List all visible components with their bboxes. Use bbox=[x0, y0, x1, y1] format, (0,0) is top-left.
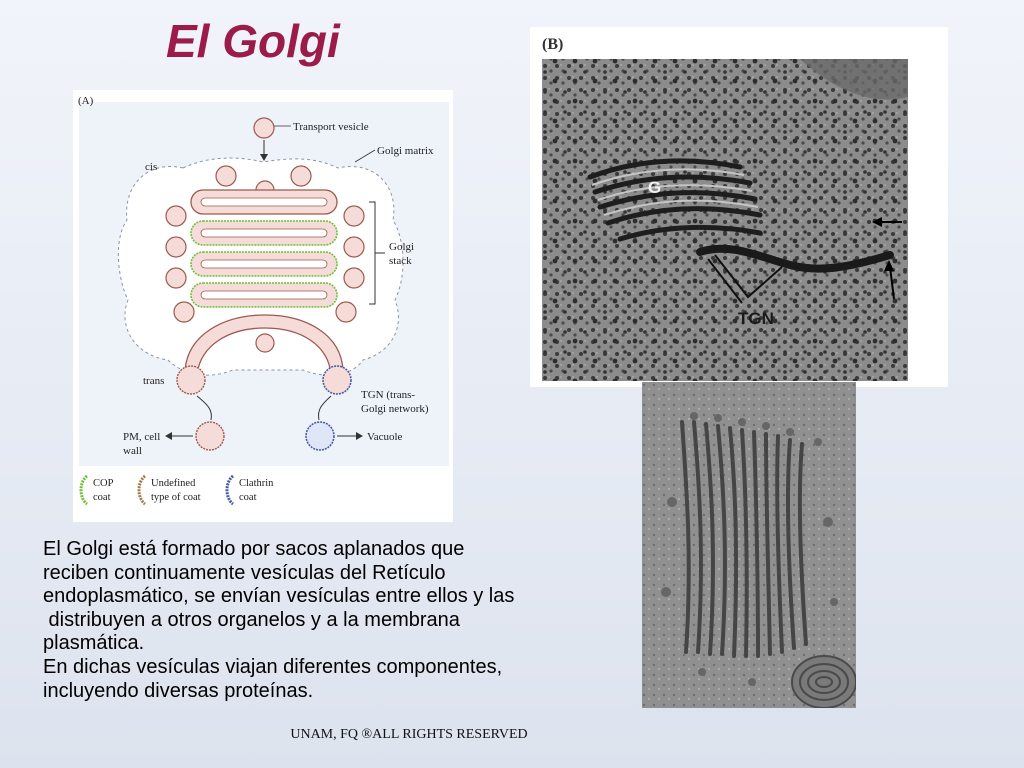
body-line: distribuyen a otros organelos y a la mem… bbox=[43, 608, 460, 631]
body-line: incluyendo diversas proteínas. bbox=[43, 679, 314, 702]
g-label: G bbox=[648, 178, 661, 197]
svg-text:Clathrin: Clathrin bbox=[239, 478, 274, 489]
golgi-matrix-label: Golgi matrix bbox=[377, 145, 434, 157]
tgn-label-line2: Golgi network) bbox=[361, 403, 429, 415]
tgn-structure bbox=[696, 244, 894, 273]
vacuole-vesicle bbox=[305, 421, 335, 451]
arrow-up-marker bbox=[889, 266, 895, 300]
golgi-diagram-panel: (A) Transport vesicle Golgi matrix cis bbox=[73, 90, 453, 522]
clathrin-coat-icon bbox=[225, 474, 235, 506]
pm-label-line1: PM, cell bbox=[123, 431, 160, 443]
golgi-diagram: (A) Transport vesicle Golgi matrix cis bbox=[78, 95, 449, 506]
mitochondrion bbox=[791, 655, 856, 708]
side-vesicles-right bbox=[335, 205, 365, 323]
panel-b-label: (B) bbox=[542, 36, 563, 53]
cop-coat-icon bbox=[79, 474, 89, 506]
svg-text:type of coat: type of coat bbox=[151, 492, 201, 503]
tgn-label: TGN bbox=[738, 309, 774, 328]
trans-label: trans bbox=[143, 375, 164, 387]
transport-vesicle bbox=[253, 117, 275, 139]
slide-title: El Golgi bbox=[166, 15, 340, 67]
micrograph-c-image bbox=[642, 382, 856, 708]
pm-label-line2: wall bbox=[123, 445, 142, 457]
panel-a-label: (A) bbox=[78, 95, 94, 107]
electron-micrograph-c bbox=[642, 382, 856, 708]
footer-copyright: UNAM, FQ ®ALL RIGHTS RESERVED bbox=[290, 727, 528, 742]
coat-legend: COP coat Undefined type of coat Clathrin… bbox=[79, 474, 274, 506]
side-vesicles-left bbox=[165, 205, 195, 323]
trans-vesicle bbox=[176, 365, 206, 395]
micrograph-c-stack bbox=[680, 420, 808, 658]
body-line: El Golgi está formado por sacos aplanado… bbox=[43, 538, 465, 560]
micrograph-cisternae bbox=[587, 158, 763, 242]
body-line: reciben continuamente vesículas del Retí… bbox=[43, 561, 446, 584]
tgn-label-line1: TGN (trans- bbox=[361, 389, 415, 401]
body-line: En dichas vesículas viajan diferentes co… bbox=[43, 655, 503, 678]
cis-label: cis bbox=[145, 161, 157, 173]
micrograph-b-image: (B) G TGN bbox=[542, 36, 908, 381]
pm-vesicle bbox=[195, 421, 225, 451]
golgi-stack-bracket bbox=[369, 201, 385, 305]
svg-text:coat: coat bbox=[93, 492, 111, 503]
golgi-stack-label-line2: stack bbox=[389, 255, 412, 267]
electron-micrograph-b: (B) G TGN bbox=[530, 27, 948, 387]
transport-vesicle-label: Transport vesicle bbox=[293, 121, 369, 133]
golgi-stack-label-line1: Golgi bbox=[389, 241, 414, 253]
svg-text:Undefined: Undefined bbox=[151, 478, 196, 489]
svg-text:COP: COP bbox=[93, 478, 114, 489]
undefined-coat-icon bbox=[137, 474, 147, 506]
svg-text:coat: coat bbox=[239, 492, 257, 503]
body-line: plasmática. bbox=[43, 632, 145, 655]
tgn-vesicle bbox=[322, 365, 352, 395]
vacuole-label: Vacuole bbox=[367, 431, 403, 443]
body-line: endoplasmático, se envían vesículas entr… bbox=[43, 585, 515, 608]
body-paragraph: El Golgi está formado por sacos aplanado… bbox=[43, 538, 623, 703]
golgi-cisternae bbox=[190, 189, 338, 308]
